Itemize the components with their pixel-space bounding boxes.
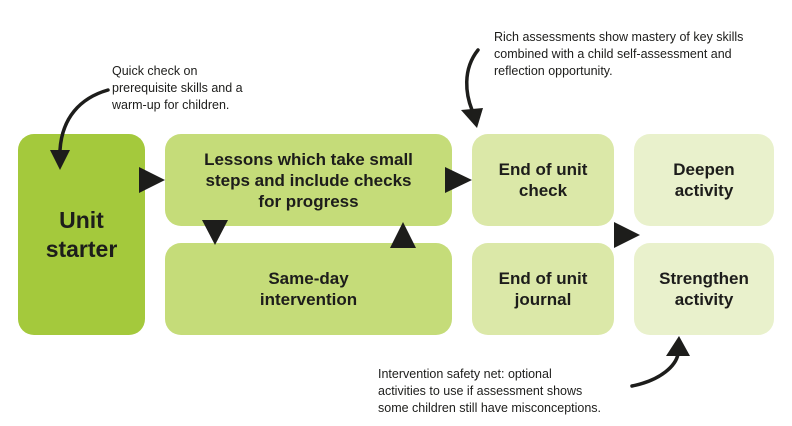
deepen-activity-label: Deepen activity	[673, 160, 735, 200]
curved-arrow-rich-assessments	[465, 48, 480, 112]
arrow-starter-to-lessons	[139, 167, 165, 193]
same-day-intervention-box: Same-day intervention	[165, 243, 452, 335]
end-of-unit-check-label: End of unit check	[498, 160, 588, 200]
lessons-label: Lessons which take small steps and inclu…	[204, 149, 413, 211]
unit-starter-box: Unit starter	[18, 134, 145, 335]
arrow-intervention-up-to-lessons	[390, 222, 416, 248]
lessons-box: Lessons which take small steps and inclu…	[165, 134, 452, 226]
arrow-lessons-down-to-intervention	[202, 220, 228, 245]
end-of-unit-journal-box: End of unit journal	[472, 243, 614, 335]
unit-starter-label: Unit starter	[45, 206, 118, 262]
arrow-lessons-to-check	[445, 167, 472, 193]
arrow-assessment-to-activities	[614, 222, 640, 248]
end-of-unit-check-box: End of unit check	[472, 134, 614, 226]
safety-net-note: Intervention safety net: optional activi…	[378, 367, 602, 415]
curved-arrow-safety-net-head	[666, 336, 690, 356]
end-of-unit-journal-label: End of unit journal	[498, 269, 588, 309]
curved-arrow-rich-assessments-head	[461, 108, 483, 128]
quick-check-note: Quick check on prerequisite skills and a…	[112, 64, 243, 112]
curved-arrow-quick-check-head	[50, 150, 70, 170]
curved-arrow-safety-net	[630, 352, 680, 388]
deepen-activity-box: Deepen activity	[634, 134, 774, 226]
same-day-intervention-label: Same-day intervention	[259, 269, 358, 309]
rich-assessments-note: Rich assessments show mastery of key ski…	[494, 30, 744, 78]
strengthen-activity-label: Strengthen activity	[659, 269, 749, 309]
curved-arrow-quick-check	[58, 88, 110, 152]
strengthen-activity-box: Strengthen activity	[634, 243, 774, 335]
